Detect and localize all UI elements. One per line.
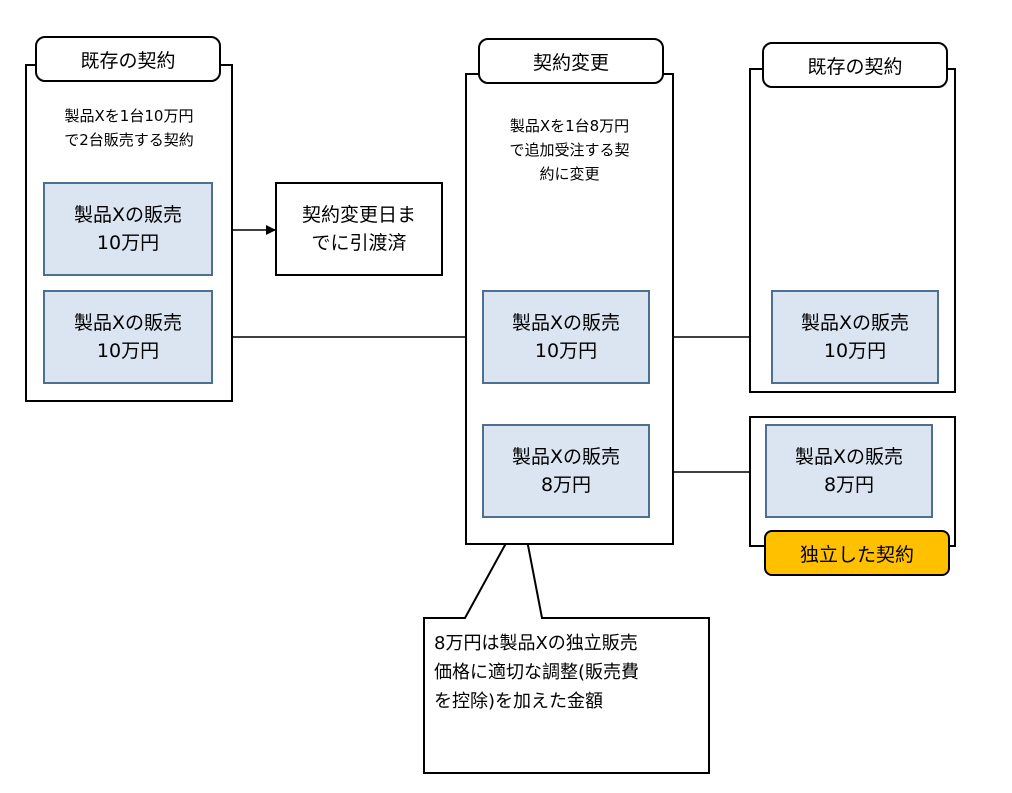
callout-shape: [423, 511, 710, 774]
modification-header: 契約変更: [478, 38, 664, 84]
right-header-label: 既存の契約: [807, 55, 903, 78]
right-sale-item: 製品Xの販売 10万円: [771, 290, 939, 384]
left-sale-item-2: 製品Xの販売 10万円: [43, 290, 213, 384]
modified-sale-item-1: 製品Xの販売 10万円: [482, 290, 650, 384]
left-contract-description: 製品Xを1台10万円 で2台販売する契約: [64, 107, 194, 149]
modification-description: 製品Xを1台8万円 で追加受注する契 約に変更: [509, 117, 630, 183]
independent-badge-label: 独立した契約: [799, 543, 914, 566]
independent-contract-badge: 独立した契約: [764, 530, 950, 576]
modification-header-label: 契約変更: [532, 51, 609, 74]
callout-text: 8万円は製品Xの独立販売 価格に適切な調整(販売費 を控除)を加えた金額: [434, 633, 640, 712]
left-contract-header: 既存の契約: [35, 36, 221, 82]
left-sale-item-1: 製品Xの販売 10万円: [43, 182, 213, 276]
modified-sale-item-2: 製品Xの販売 8万円: [482, 424, 650, 518]
independent-sale-item: 製品Xの販売 8万円: [765, 424, 933, 518]
delivered-box: 契約変更日ま でに引渡済: [275, 182, 443, 276]
left-header-label: 既存の契約: [80, 49, 176, 72]
right-contract-header: 既存の契約: [762, 42, 948, 88]
